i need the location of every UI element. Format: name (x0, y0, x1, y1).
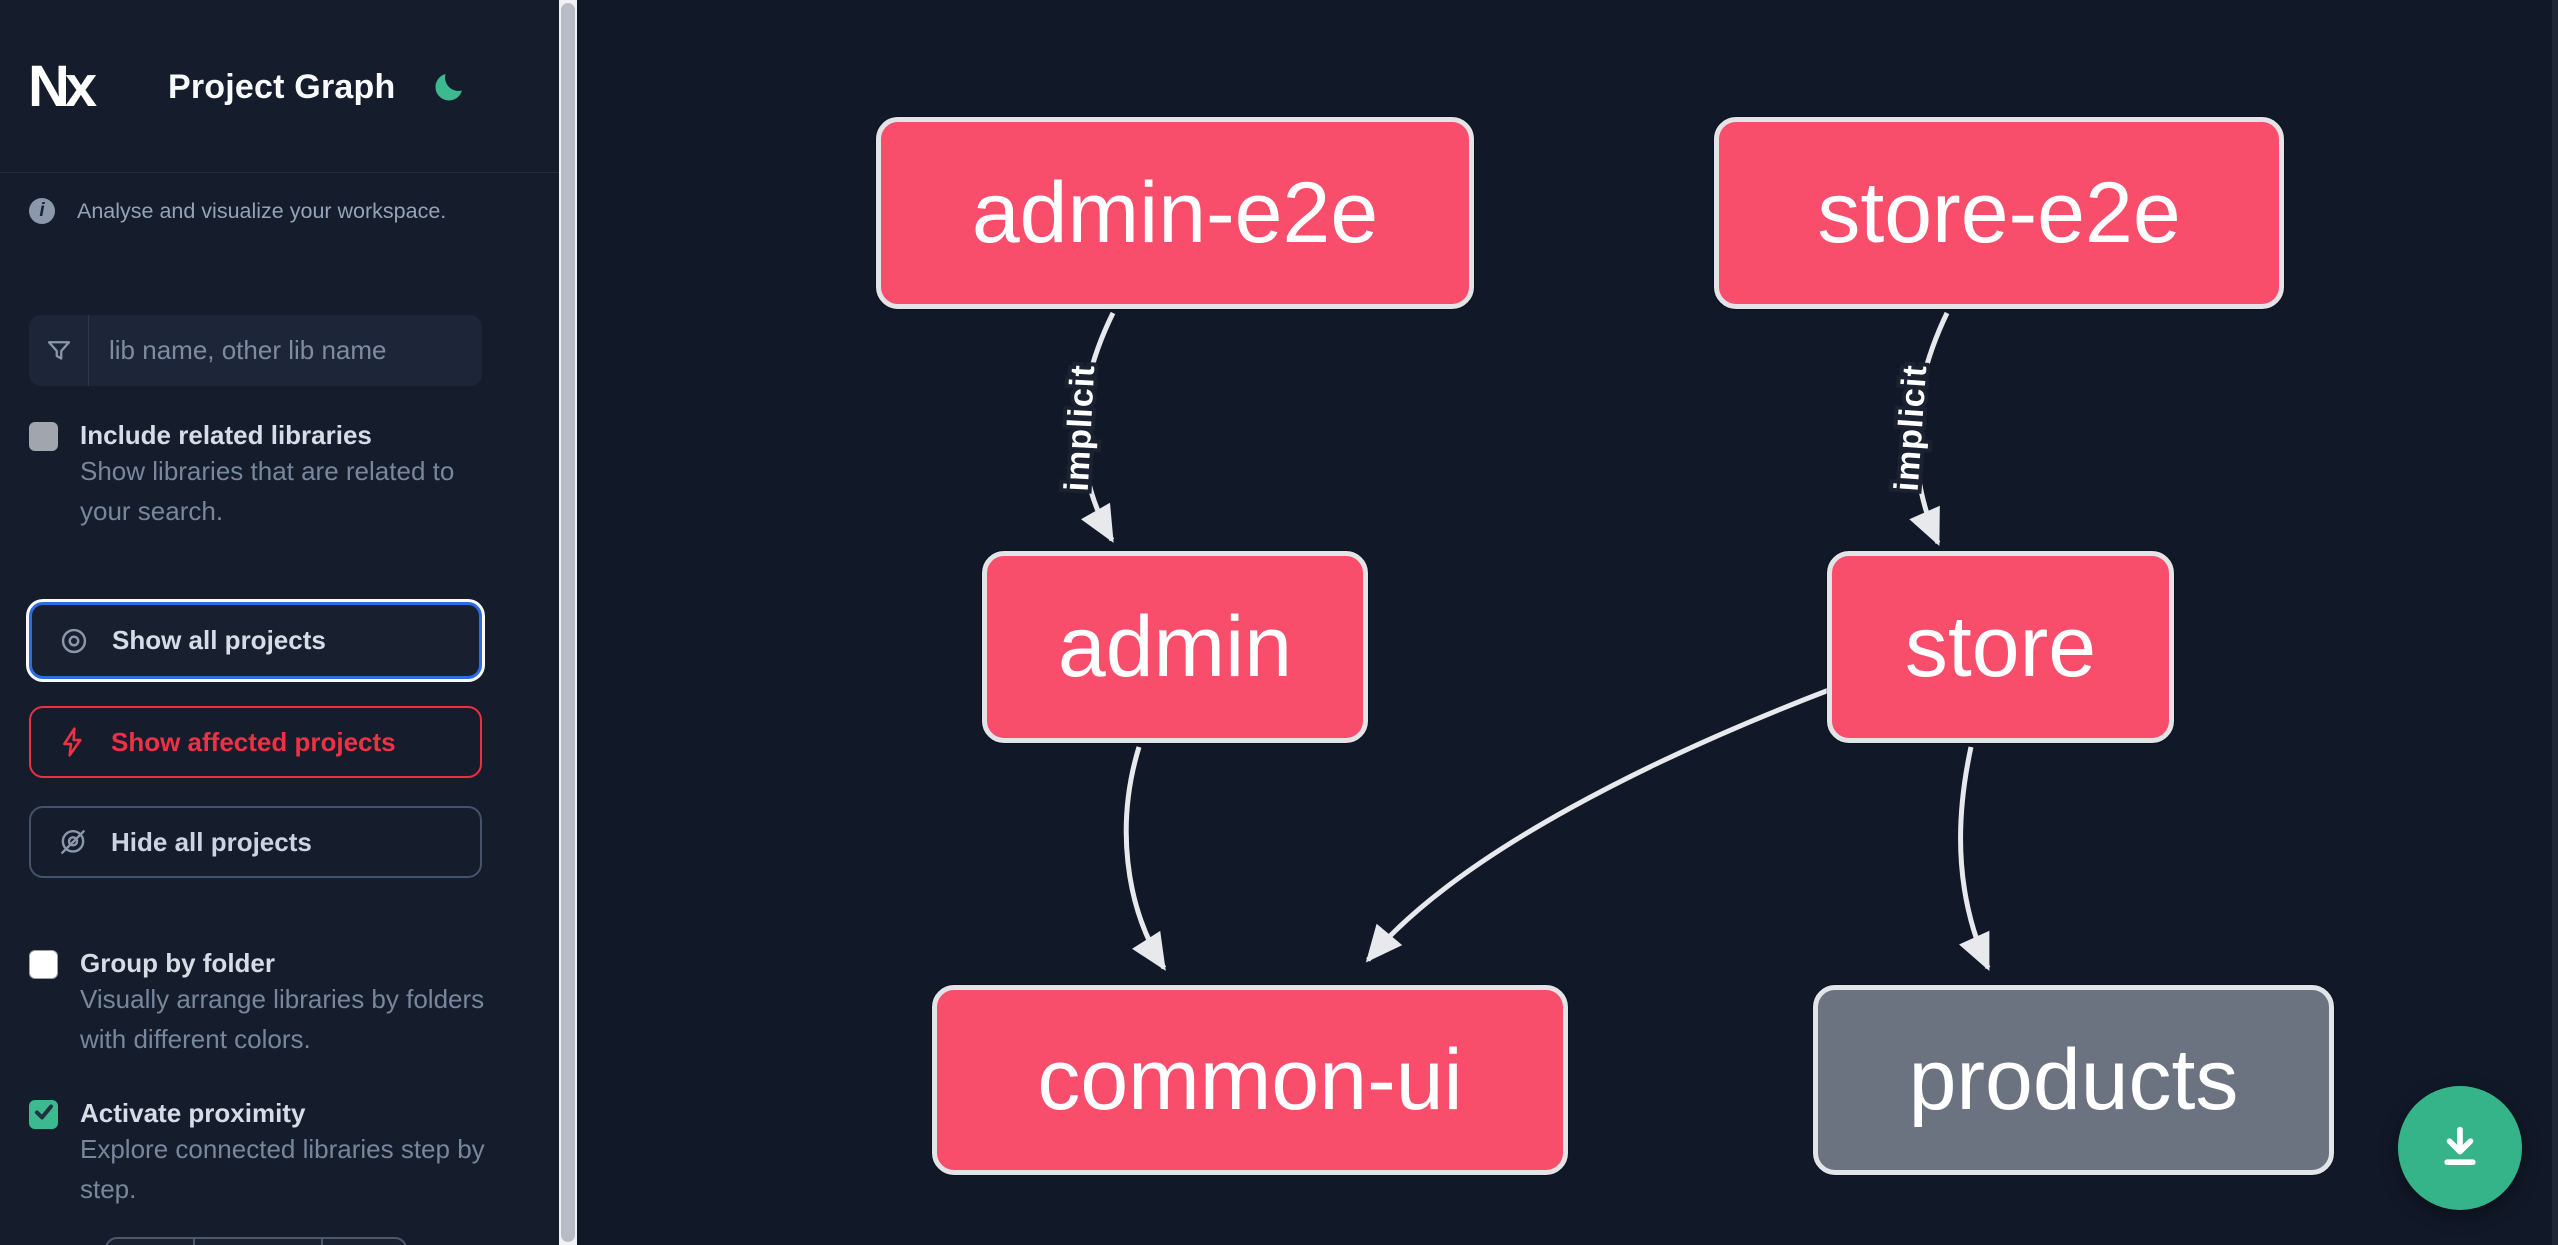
include-related-label: Include related libraries (80, 420, 372, 450)
stepper-decrement[interactable] (107, 1239, 193, 1245)
graph-node-products[interactable]: products (1813, 985, 2334, 1175)
filter-funnel-icon (29, 315, 89, 386)
node-label: store-e2e (1817, 164, 2181, 261)
stepper-increment[interactable] (321, 1239, 405, 1245)
group-by-folder-description: Visually arrange libraries by folders wi… (80, 984, 485, 1055)
hide-all-projects-button[interactable]: Hide all projects (29, 806, 482, 878)
stepper-value (193, 1239, 321, 1245)
workspace-tagline: Analyse and visualize your workspace. (77, 198, 447, 223)
group-by-folder-label: Group by folder (80, 948, 275, 978)
graph-node-store-e2e[interactable]: store-e2e (1714, 117, 2284, 309)
node-label: admin-e2e (971, 164, 1379, 261)
eye-off-icon (57, 826, 89, 858)
download-image-button[interactable] (2398, 1086, 2522, 1210)
node-label: products (1908, 1031, 2239, 1128)
node-label: store (1904, 598, 2097, 695)
graph-node-admin-e2e[interactable]: admin-e2e (876, 117, 1474, 309)
show-affected-projects-button[interactable]: Show affected projects (29, 706, 482, 778)
info-icon: i (29, 198, 55, 224)
canvas-right-scrollbar[interactable] (2552, 0, 2558, 1245)
activate-proximity-description: Explore connected libraries step by step… (80, 1134, 485, 1205)
eye-icon (58, 625, 90, 657)
activate-proximity-row: Activate proximity Explore connected lib… (29, 1098, 499, 1210)
include-related-checkbox[interactable] (29, 422, 58, 451)
checkmark-icon (32, 1100, 56, 1129)
show-affected-projects-label: Show affected projects (111, 726, 396, 757)
nx-logo-text: Nx (28, 53, 97, 119)
workspace-info-row: i Analyse and visualize your workspace. (29, 198, 529, 224)
activate-proximity-label: Activate proximity (80, 1098, 306, 1128)
sidebar-scrollbar-thumb[interactable] (561, 3, 575, 1242)
theme-toggle-button[interactable] (430, 68, 468, 106)
hide-all-projects-label: Hide all projects (111, 826, 312, 857)
sidebar-header: Nx Project Graph (0, 0, 559, 173)
page-title: Project Graph (168, 68, 396, 106)
node-label: common-ui (1037, 1031, 1463, 1128)
group-by-folder-row: Group by folder Visually arrange librari… (29, 948, 499, 1060)
group-by-folder-checkbox[interactable] (29, 950, 58, 979)
search-box (29, 315, 482, 386)
graph-node-store[interactable]: store (1827, 551, 2174, 743)
proximity-depth-stepper[interactable] (105, 1237, 407, 1245)
show-all-projects-button[interactable]: Show all projects (29, 602, 482, 679)
download-icon (2432, 1119, 2488, 1178)
graph-node-common-ui[interactable]: common-ui (932, 985, 1568, 1175)
sidebar: Nx Project Graph i Analyse and visualize… (0, 0, 559, 1245)
include-related-description: Show libraries that are related to your … (80, 456, 455, 527)
activate-proximity-checkbox[interactable] (29, 1100, 58, 1129)
node-label: admin (1057, 598, 1293, 695)
graph-node-admin[interactable]: admin (982, 551, 1368, 743)
bolt-icon (57, 726, 89, 758)
search-input[interactable] (89, 315, 482, 386)
include-related-row: Include related libraries Show libraries… (29, 420, 499, 532)
nx-logo: Nx (28, 53, 100, 119)
show-all-projects-label: Show all projects (112, 625, 326, 655)
sidebar-scrollbar-track[interactable] (559, 0, 577, 1245)
moon-icon (430, 74, 468, 109)
